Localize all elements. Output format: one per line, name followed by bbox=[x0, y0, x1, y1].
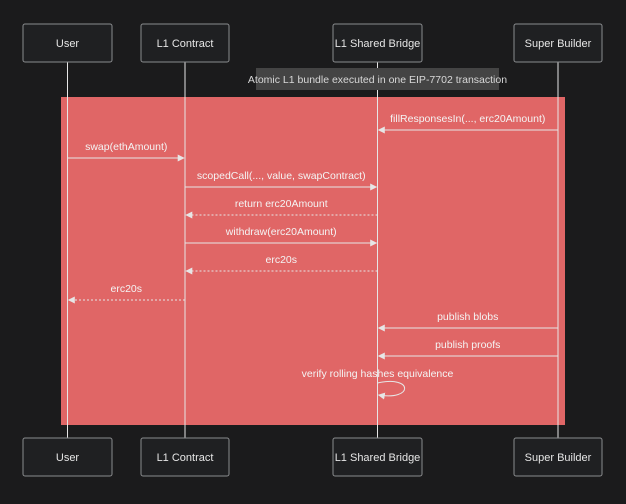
message-label: publish proofs bbox=[435, 339, 500, 351]
participant-box-l1-contract-top: L1 Contract bbox=[140, 23, 230, 63]
message-label: withdraw(erc20Amount) bbox=[225, 226, 337, 238]
participant-label-l1-shared-bridge-bottom: L1 Shared Bridge bbox=[335, 452, 421, 464]
message-label: erc20s bbox=[265, 254, 297, 266]
message-2: swap(ethAmount) bbox=[67, 141, 185, 162]
participant-label-super-builder-top: Super Builder bbox=[525, 38, 592, 50]
lifelines bbox=[67, 62, 559, 438]
message-label: verify rolling hashes equivalence bbox=[302, 368, 454, 380]
message-8: publish blobs bbox=[377, 311, 558, 332]
message-1: fillResponsesIn(..., erc20Amount) bbox=[377, 113, 558, 134]
participant-label-l1-shared-bridge-top: L1 Shared Bridge bbox=[335, 38, 421, 50]
note-text: Atomic L1 bundle executed in one EIP-770… bbox=[248, 74, 507, 86]
participant-label-l1-contract-bottom: L1 Contract bbox=[157, 452, 214, 464]
participant-label-l1-contract-top: L1 Contract bbox=[157, 38, 214, 50]
participant-box-l1-shared-bridge-top: L1 Shared Bridge bbox=[332, 23, 423, 63]
participant-label-user-bottom: User bbox=[56, 452, 80, 464]
message-arrow bbox=[377, 381, 406, 400]
message-label: erc20s bbox=[110, 283, 142, 295]
participant-box-user-top: User bbox=[22, 23, 113, 63]
participant-box-super-builder-top: Super Builder bbox=[513, 23, 603, 63]
atomic-bundle-region bbox=[61, 97, 565, 425]
participant-box-l1-contract-bottom: L1 Contract bbox=[140, 437, 230, 477]
message-5: withdraw(erc20Amount) bbox=[185, 226, 378, 247]
message-3: scopedCall(..., value, swapContract) bbox=[185, 170, 378, 191]
message-label: fillResponsesIn(..., erc20Amount) bbox=[390, 113, 545, 125]
participant-label-super-builder-bottom: Super Builder bbox=[525, 452, 592, 464]
participant-box-user-bottom: User bbox=[22, 437, 113, 477]
message-label: scopedCall(..., value, swapContract) bbox=[197, 170, 366, 182]
message-label: return erc20Amount bbox=[235, 198, 328, 210]
messages: fillResponsesIn(..., erc20Amount) swap(et… bbox=[67, 113, 558, 400]
message-9: publish proofs bbox=[377, 339, 558, 360]
participant-box-l1-shared-bridge-bottom: L1 Shared Bridge bbox=[332, 437, 423, 477]
note-box: Atomic L1 bundle executed in one EIP-770… bbox=[248, 68, 507, 90]
message-10: verify rolling hashes equivalence bbox=[302, 368, 454, 400]
message-label: swap(ethAmount) bbox=[85, 141, 167, 153]
participant-label-user-top: User bbox=[56, 38, 80, 50]
message-7: erc20s bbox=[67, 283, 185, 304]
message-4: return erc20Amount bbox=[185, 198, 378, 219]
message-6: erc20s bbox=[185, 254, 378, 275]
participant-box-super-builder-bottom: Super Builder bbox=[513, 437, 603, 477]
message-label: publish blobs bbox=[437, 311, 498, 323]
